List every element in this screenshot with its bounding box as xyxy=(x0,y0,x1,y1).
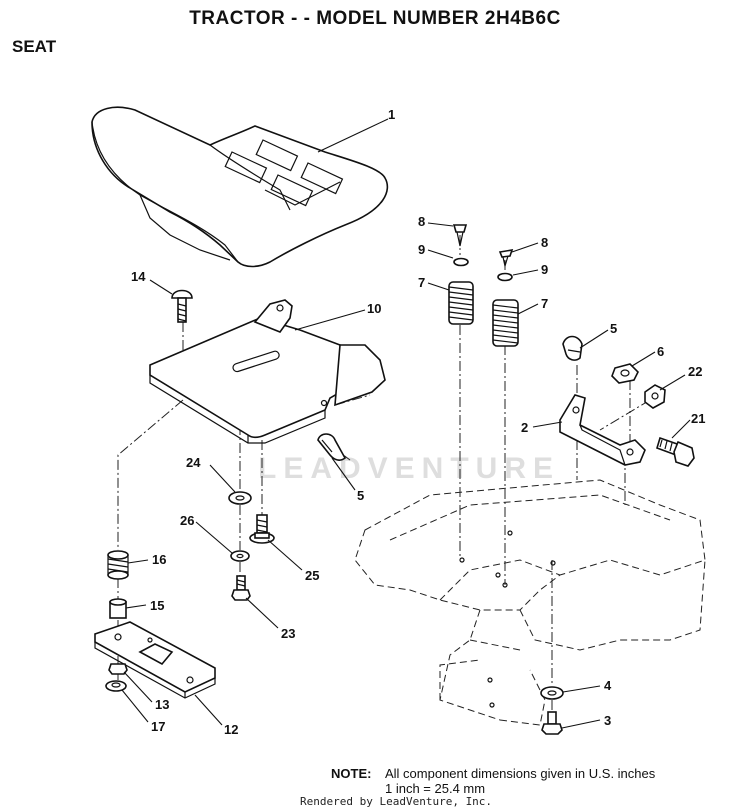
washer-part-9-left[interactable] xyxy=(453,257,469,267)
callout-14: 14 xyxy=(131,269,146,284)
washer-part-26[interactable] xyxy=(230,550,250,562)
callout-21: 21 xyxy=(691,411,705,426)
watermark: LEADVENTURE xyxy=(258,452,561,485)
clip-part-left[interactable] xyxy=(317,433,347,461)
washer-nut-part-17[interactable] xyxy=(105,680,127,692)
page-title: TRACTOR - - MODEL NUMBER 2H4B6C xyxy=(189,8,561,29)
hex-bolt-part-23[interactable] xyxy=(231,575,251,601)
washer-part-9-right[interactable] xyxy=(497,272,513,282)
shoulder-bolt-part[interactable] xyxy=(249,514,275,544)
callout-24: 24 xyxy=(186,455,201,470)
tractor-frame-outline xyxy=(354,479,706,726)
spring-part-7-right[interactable] xyxy=(492,299,519,347)
seat-part[interactable] xyxy=(91,106,389,268)
pin-part-8-right[interactable] xyxy=(498,248,514,269)
section-title: SEAT xyxy=(12,37,57,56)
seat-pan-part[interactable] xyxy=(149,299,386,444)
callout-12: 12 xyxy=(224,722,238,737)
callout-labels: 1 14 10 8 9 7 8 9 7 5 6 22 2 21 24 5 26 … xyxy=(131,107,705,737)
callout-13: 13 xyxy=(155,697,169,712)
pin-part-8-left[interactable] xyxy=(452,224,468,247)
bolt-part-21[interactable] xyxy=(656,436,695,467)
callout-1: 1 xyxy=(388,107,395,122)
callout-23: 23 xyxy=(281,626,295,641)
callout-3: 3 xyxy=(604,713,611,728)
nut-part-13[interactable] xyxy=(108,663,128,675)
nut-part-22[interactable] xyxy=(644,384,666,409)
note-label: NOTE: xyxy=(331,766,372,781)
callout-5-right: 5 xyxy=(610,321,617,336)
callout-5-left: 5 xyxy=(357,488,364,503)
hex-nut-part-6[interactable] xyxy=(611,363,639,384)
callout-10: 10 xyxy=(367,301,381,316)
callout-26: 26 xyxy=(180,513,194,528)
note-line-2: 1 inch = 25.4 mm xyxy=(385,781,486,796)
dimension-note: NOTE: All component dimensions given in U… xyxy=(331,766,655,796)
hex-bolt-part-3[interactable] xyxy=(541,711,563,735)
spring-part-7-left[interactable] xyxy=(448,281,474,325)
render-credit: Rendered by LeadVenture, Inc. xyxy=(300,795,493,808)
washer-part-4[interactable] xyxy=(540,686,564,700)
leader-lines xyxy=(121,118,691,729)
assembly-lines xyxy=(117,235,651,710)
callout-7-right: 7 xyxy=(541,296,548,311)
bracket-part-2[interactable] xyxy=(559,394,646,466)
callout-8-left: 8 xyxy=(418,214,425,229)
callout-16: 16 xyxy=(152,552,166,567)
callout-9-right: 9 xyxy=(541,262,548,277)
spring-part-16[interactable] xyxy=(107,550,129,580)
callout-8-right: 8 xyxy=(541,235,548,250)
callout-7-left: 7 xyxy=(418,275,425,290)
washer-part-24[interactable] xyxy=(228,491,252,505)
callout-25: 25 xyxy=(305,568,319,583)
callout-4: 4 xyxy=(604,678,612,693)
carriage-bolt-part[interactable] xyxy=(171,289,193,323)
spacer-part-15[interactable] xyxy=(109,598,127,619)
seat-bracket-plate-part[interactable] xyxy=(94,621,216,699)
callout-6: 6 xyxy=(657,344,664,359)
callout-22: 22 xyxy=(688,364,702,379)
callout-9-left: 9 xyxy=(418,242,425,257)
clip-part-right[interactable] xyxy=(562,335,583,361)
callout-15: 15 xyxy=(150,598,164,613)
callout-17: 17 xyxy=(151,719,165,734)
callout-2: 2 xyxy=(521,420,528,435)
note-line-1: All component dimensions given in U.S. i… xyxy=(385,766,656,781)
